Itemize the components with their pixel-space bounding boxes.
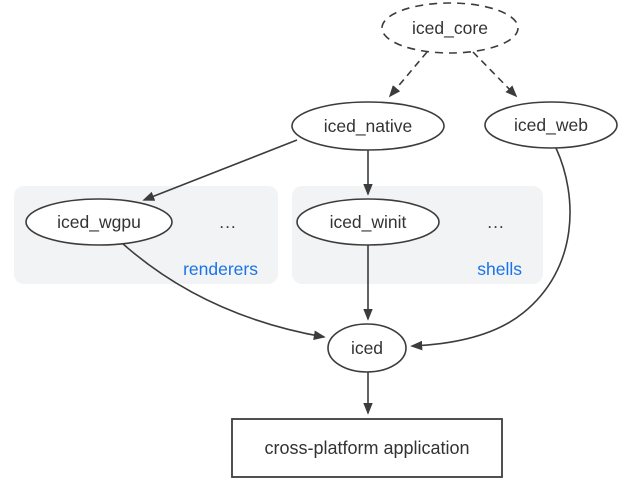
node-iced-core-label: iced_core <box>412 18 488 39</box>
node-iced-web <box>484 101 618 149</box>
node-iced-winit-label: iced_winit <box>330 212 407 233</box>
renderers-ellipsis: ... <box>219 212 237 232</box>
node-iced-wgpu <box>25 198 173 246</box>
edge-core-to-native <box>388 51 428 98</box>
node-iced-web-label: iced_web <box>514 115 588 136</box>
group-shells-label: shells <box>477 259 522 279</box>
node-application-label: cross-platform application <box>264 438 469 458</box>
node-iced <box>327 323 407 373</box>
node-iced-winit <box>296 198 440 246</box>
edge-web-to-iced <box>410 147 571 351</box>
shells-ellipsis: ... <box>487 212 505 232</box>
edge-core-to-web <box>472 51 518 98</box>
group-renderers-label: renderers <box>183 259 258 279</box>
edge-native-to-wgpu <box>142 139 298 201</box>
edge-wgpu-to-iced <box>121 242 326 340</box>
node-iced-core <box>381 2 519 54</box>
node-application-box <box>231 418 503 478</box>
node-iced-native <box>291 101 445 151</box>
node-iced-label: iced <box>351 338 383 358</box>
node-iced-wgpu-label: iced_wgpu <box>57 212 141 233</box>
node-iced-native-label: iced_native <box>324 116 413 137</box>
